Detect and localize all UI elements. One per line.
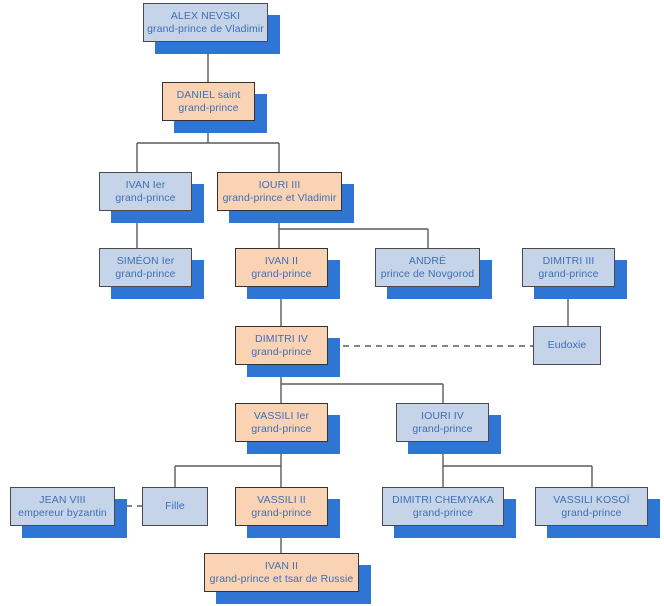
node-title-dimitri-iv: DIMITRI IV — [255, 332, 308, 345]
node-subtitle-ivan-ii: grand-prince — [251, 267, 312, 280]
node-eudoxie[interactable]: Eudoxie — [533, 326, 601, 365]
node-subtitle-vassili-ii: grand-prince — [251, 506, 312, 519]
node-title-daniel-saint: DANIEL saint — [176, 88, 241, 101]
node-subtitle-dimitri-iii: grand-prince — [538, 267, 599, 280]
node-subtitle-simeon-ier: grand-prince — [115, 267, 176, 280]
node-title-dimitri-chemyaka: DIMITRI CHEMYAKA — [392, 493, 494, 506]
node-title-andre: ANDRÉ — [408, 254, 447, 267]
node-title-ivan-ii: IVAN II — [264, 254, 299, 267]
node-title-vassili-kosoi: VASSILI KOSOÏ — [553, 493, 630, 506]
node-title-ivan-ier: IVAN Ier — [125, 178, 166, 191]
node-title-vassili-ii: VASSILI II — [257, 493, 306, 506]
node-subtitle-iouri-iv: grand-prince — [412, 422, 473, 435]
node-subtitle-daniel-saint: grand-prince — [178, 101, 239, 114]
node-subtitle-dimitri-iv: grand-prince — [251, 345, 312, 358]
node-title-iouri-iii: IOURI III — [258, 178, 301, 191]
node-subtitle-dimitri-chemyaka: grand-prince — [412, 506, 474, 519]
node-title-alex-nevski: ALEX NEVSKI — [170, 9, 241, 22]
node-subtitle-ivan-ier: grand-prince — [115, 191, 176, 204]
node-title-eudoxie: Eudoxie — [547, 339, 587, 351]
node-title-iouri-iv: IOURI IV — [421, 409, 464, 422]
node-fille[interactable]: Fille — [142, 487, 208, 526]
node-title-jean-viii: JEAN VIII — [39, 493, 86, 506]
node-subtitle-iouri-iii: grand-prince et Vladimir — [222, 191, 337, 204]
node-subtitle-vassili-ier: grand-prince — [251, 422, 312, 435]
node-title-ivan-ii-tsar: IVAN II — [264, 559, 299, 572]
node-subtitle-alex-nevski: grand-prince de Vladimir — [147, 22, 264, 35]
node-title-simeon-ier: SIMÉON Ier — [116, 254, 175, 267]
node-title-dimitri-iii: DIMITRI III — [542, 254, 595, 267]
node-subtitle-andre: prince de Novgorod — [380, 267, 475, 280]
node-subtitle-ivan-ii-tsar: grand-prince et tsar de Russie — [209, 572, 354, 585]
node-subtitle-jean-viii: empereur byzantin — [18, 506, 107, 519]
node-title-fille: Fille — [165, 500, 185, 512]
node-title-vassili-ier: VASSILI Ier — [253, 409, 310, 422]
node-subtitle-vassili-kosoi: grand-prince — [561, 506, 622, 519]
